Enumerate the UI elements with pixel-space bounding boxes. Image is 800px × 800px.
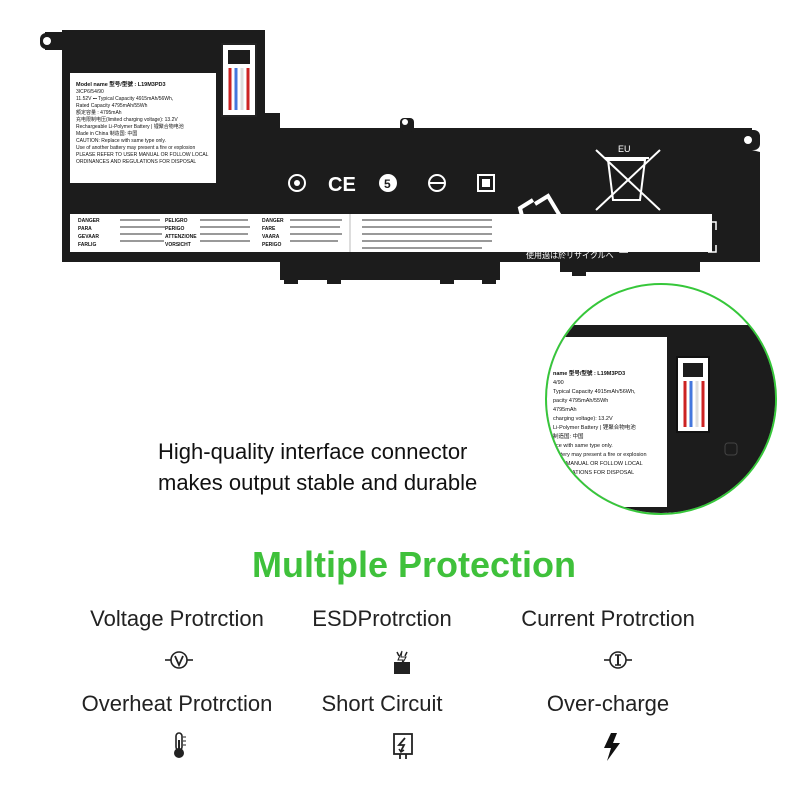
- warning-labels-mid: PELIGRO PERIGO ATTENZIONE VORSICHT: [165, 217, 197, 249]
- esd-icon: [394, 650, 410, 674]
- protection-heading: Multiple Protection: [252, 544, 576, 585]
- short-circuit-icon: [393, 733, 413, 759]
- zoom-line: 4/90: [553, 380, 564, 386]
- recycle-note: 使用過は於リサイクルへ: [526, 251, 614, 260]
- caption-line-1: High-quality interface connector: [158, 439, 468, 464]
- spec-line: 3ICP6/54/90: [76, 89, 104, 95]
- spec-line: Use of another battery may present a fir…: [76, 145, 196, 151]
- feature-label-voltage: Voltage Protrction: [90, 606, 264, 631]
- warning-word: PARA: [78, 226, 92, 232]
- zoom-line: Typical Capacity 4915mAh/56Wh,: [553, 389, 636, 395]
- cert-5-mark: 5: [384, 177, 391, 191]
- feature-label-esd: ESDProtrction: [312, 606, 452, 631]
- current-icon: [604, 651, 632, 669]
- feature-label-current: Current Protrction: [521, 606, 695, 631]
- warning-word: FARE: [262, 226, 276, 232]
- spec-line: 充电限制电压(limited charging voltage): 13.2V: [76, 117, 178, 123]
- battery-image: CE 5 EU: [40, 30, 760, 284]
- warning-word: ATTENZIONE: [165, 234, 197, 240]
- caption-line-2: makes output stable and durable: [158, 470, 478, 495]
- zoom-line: 制造国: 中国: [553, 434, 584, 440]
- zoom-line: name 型号/型號 : L19M3PD3: [553, 371, 626, 377]
- warning-labels-left: DANGER PARA GEVAAR FARLIG: [78, 217, 100, 249]
- voltage-icon: [165, 651, 193, 669]
- warning-word: PERIGO: [165, 226, 185, 232]
- feature-label-overheat: Overheat Protrction: [81, 691, 273, 716]
- connector-zoom-circle: name 型号/型號 : L19M3PD3 4/90 Typical Capac…: [545, 283, 777, 515]
- warning-word: DANGER: [78, 218, 100, 224]
- zoom-line: Li-Polymer Battery | 锂聚合物电池: [553, 425, 636, 431]
- spec-line: CAUTION: Replace with same type only.: [76, 138, 166, 144]
- zoom-line: charging voltage): 13.2V: [553, 416, 613, 422]
- ce-mark: CE: [328, 174, 356, 196]
- zoom-line: ace with same type only.: [553, 443, 613, 449]
- feature-label-overcharge: Over-charge: [546, 691, 670, 716]
- warning-word: FARLIG: [78, 242, 97, 248]
- spec-line: Made in China 制造国: 中国: [76, 131, 138, 137]
- model-line: Model name 型号/型號 : L19M3PD3: [76, 82, 166, 88]
- spec-line: PLEASE REFER TO USER MANUAL OR FOLLOW LO…: [76, 152, 209, 158]
- eu-label: EU: [618, 144, 631, 154]
- liion-label: Li-ion 00: [532, 234, 582, 249]
- zoom-line: 4795mAh: [553, 407, 577, 413]
- battery-spec-label: Model name 型号/型號 : L19M3PD3 3ICP6/54/90 …: [76, 82, 216, 166]
- zoom-line: pacity 4795mAh/55Wh: [553, 398, 609, 404]
- warning-word: PERIGO: [262, 242, 282, 248]
- zoom-label-text: name 型号/型號 : L19M3PD3 4/90 Typical Capac…: [553, 370, 671, 478]
- spec-line: 额定容量 : 4795mAh: [76, 110, 122, 116]
- spec-line: Rated Capacity 4795mAh/55Wh: [76, 103, 148, 109]
- thermometer-icon: [174, 732, 186, 758]
- warning-word: PELIGRO: [165, 218, 188, 224]
- warning-labels-right: DANGER FARE VAARA PERIGO: [262, 217, 284, 249]
- feature-label-short-circuit: Short Circuit: [321, 691, 443, 716]
- zoom-line: REGULATIONS FOR DISPOSAL: [553, 470, 635, 476]
- zoom-line: SER MANUAL OR FOLLOW LOCAL: [553, 461, 643, 467]
- zoom-line: battery may present a fire or explosion: [553, 452, 647, 458]
- spec-line: ORDINANCES AND REGULATIONS FOR DISPOSAL: [76, 159, 197, 165]
- warning-word: VAARA: [262, 234, 280, 240]
- connector-caption: High-quality interface connector makes o…: [158, 436, 538, 498]
- lightning-icon: [604, 733, 620, 761]
- warning-word: GEVAAR: [78, 234, 100, 240]
- warning-word: VORSICHT: [165, 242, 191, 248]
- warning-word: DANGER: [262, 218, 284, 224]
- spec-line: Rechargeable Li-Polymer Battery | 锂聚合物电池: [76, 124, 184, 130]
- spec-line: 11.52V ⎓ Typical Capacity 4915mAh/56Wh,: [76, 96, 174, 102]
